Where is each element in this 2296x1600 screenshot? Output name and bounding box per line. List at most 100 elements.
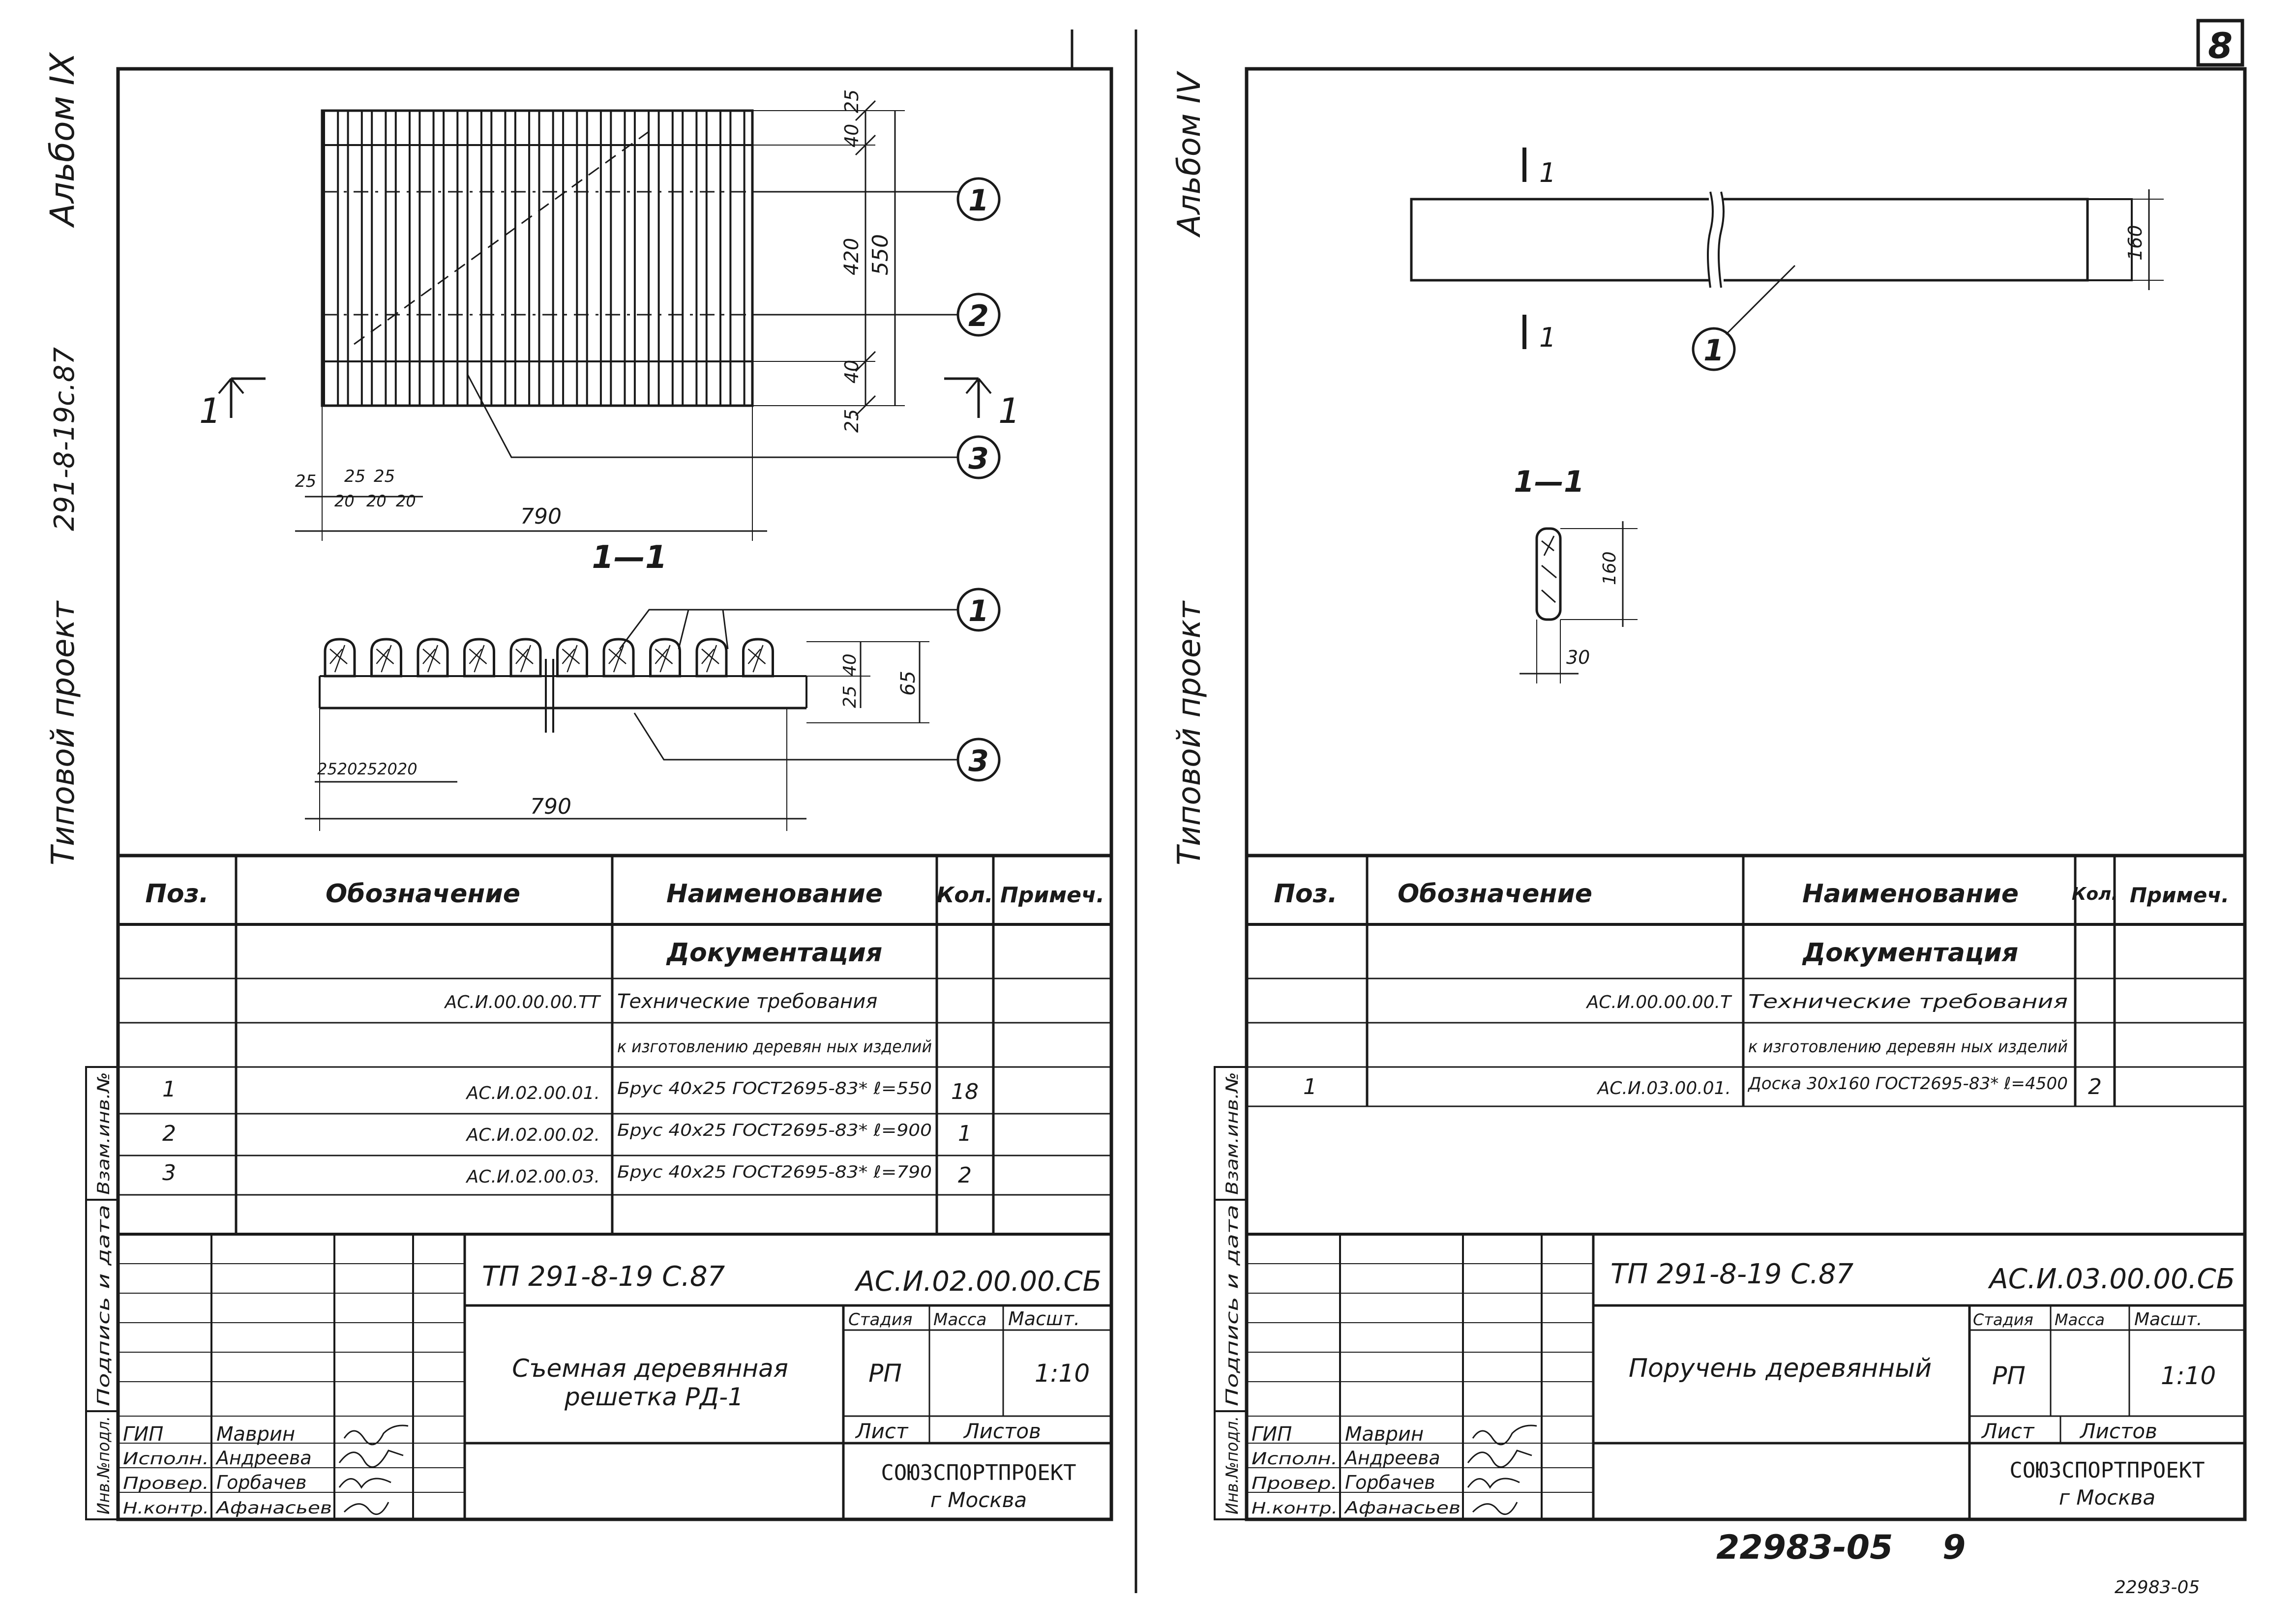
- right-sheet: Альбом IV Типовой проект 1 1 160 1 1—1: [1171, 67, 2247, 1598]
- spec-row3-qty: 18: [951, 1079, 979, 1104]
- r-tb-project: ТП 291-8-19 С.87: [1610, 1258, 1854, 1290]
- side-title-label: Типовой проект: [45, 600, 82, 865]
- tb-sheet-label: Лист: [855, 1419, 909, 1443]
- sec-dim-40: 40: [840, 653, 860, 676]
- callout-3-section-label: 3: [968, 744, 989, 778]
- sec-width-790: 790: [530, 794, 571, 819]
- tb-person-1: Маврин: [216, 1423, 295, 1446]
- bottom-right-faint: 22983-05: [2115, 1577, 2200, 1598]
- spec-row3-name: Брус 40х25 ГОСТ2695-83* ℓ=550: [617, 1079, 932, 1098]
- signature-4: [343, 1502, 389, 1515]
- spec-row3-pos: 1: [162, 1077, 176, 1102]
- handrail-height-dim: 160: [2124, 189, 2164, 290]
- r-tb-sheets-label: Листов: [2079, 1419, 2157, 1443]
- section-slat-hatch: [701, 645, 719, 673]
- section-slat-hatch: [747, 645, 766, 673]
- right-side-album-label: Альбом IV: [1171, 70, 1208, 238]
- bottom-page: 9: [1942, 1528, 1966, 1567]
- sec-bottom-chain: 2520252020: [317, 760, 417, 778]
- section-label: 1—1: [592, 539, 667, 576]
- tb-role-4: Н.контр.: [123, 1499, 209, 1517]
- spec-row5-qty: 2: [958, 1163, 972, 1188]
- section-slat: [324, 638, 356, 678]
- sec-dim-160: 160: [1600, 551, 1620, 585]
- r-tb-role-3: Провер.: [1252, 1474, 1338, 1493]
- side-inv: Инв.№подл.: [94, 1416, 114, 1514]
- right-section-label: 1—1: [1514, 465, 1584, 499]
- spec-header-code: Обозначение: [326, 879, 520, 909]
- tb-role-1: ГИП: [123, 1423, 163, 1446]
- section-slat-hatch: [329, 645, 348, 673]
- callout-1-handrail: 1: [1692, 265, 1796, 371]
- r-tb-role-2: Исполн.: [1252, 1449, 1338, 1469]
- callout-1-plan: 1: [752, 177, 1001, 221]
- section-arrow-left-label: 1: [199, 391, 221, 431]
- grating-slat: [657, 110, 674, 407]
- r-spec-header-qty: Кол.: [2072, 884, 2118, 904]
- section-slat-hatch: [469, 645, 487, 673]
- callout-3-plan: 3: [466, 373, 1001, 479]
- sec-dim-30: 30: [1566, 647, 1590, 668]
- r-signature-2: [1467, 1450, 1532, 1468]
- section-arrow-right: 1: [944, 377, 1020, 431]
- dim-w-25b: 25: [344, 467, 365, 486]
- grating-slat: [610, 110, 626, 407]
- dim-height-420: 420: [840, 238, 863, 275]
- section-slat: [463, 638, 495, 678]
- grating-slat: [323, 110, 339, 407]
- tb-city: г Москва: [930, 1488, 1027, 1512]
- callout-1-section: 1: [619, 588, 1001, 650]
- right-side-title-label: Типовой проект: [1171, 600, 1208, 865]
- spec-header-qty: Кол.: [936, 883, 993, 908]
- dim-height-550: 550: [868, 234, 893, 275]
- tb-project: ТП 291-8-19 С.87: [482, 1261, 725, 1293]
- section-slat-hatch: [515, 645, 534, 673]
- page-number: 8: [2208, 25, 2233, 66]
- tb-stage: РП: [868, 1359, 902, 1388]
- grating-section-view: [319, 638, 807, 733]
- r-tb-role-4: Н.контр.: [1252, 1499, 1338, 1517]
- section-slat-hatch: [655, 645, 673, 673]
- spec-row4-name: Брус 40х25 ГОСТ2695-83* ℓ=900: [617, 1121, 932, 1140]
- r-tb-person-2: Андреева: [1343, 1447, 1440, 1469]
- spec-row5-pos: 3: [162, 1160, 176, 1185]
- section-slat: [649, 638, 681, 678]
- section-slat: [695, 638, 728, 678]
- right-spec-table: Поз. Обозначение Наименование Кол. Приме…: [1247, 854, 2245, 1107]
- spec-header-name: Наименование: [666, 879, 883, 909]
- section-slat-hatch: [376, 645, 394, 673]
- dim-top-40: 40: [841, 124, 863, 148]
- grating-plan-view: [321, 109, 754, 407]
- section-slat: [417, 638, 449, 678]
- tb-name: Съемная деревянная решетка РД-1: [512, 1354, 796, 1411]
- r-spec-header-name: Наименование: [1802, 879, 2019, 909]
- grating-slat: [729, 110, 745, 407]
- spec-row4-qty: 1: [958, 1121, 972, 1146]
- tb-stage-label: Стадия: [848, 1310, 912, 1330]
- dim-bot-25: 25: [841, 409, 863, 433]
- r-spec-header-note: Примеч.: [2130, 883, 2229, 907]
- dim-top-25: 25: [841, 89, 863, 113]
- spec-row4-code: АС.И.02.00.02.: [466, 1125, 600, 1145]
- side-album-label: Альбом IX: [43, 52, 82, 228]
- spec-row4-pos: 2: [162, 1121, 176, 1146]
- tb-person-2: Андреева: [215, 1447, 312, 1469]
- section-width-dimensions: 2520252020 790: [305, 708, 806, 831]
- tb-sheets-label: Листов: [963, 1419, 1041, 1443]
- callout-2-plan-label: 2: [968, 299, 989, 333]
- r-side-inv: Инв.№подл.: [1223, 1416, 1242, 1514]
- grating-slat: [633, 110, 650, 407]
- r-signature-4: [1472, 1502, 1518, 1515]
- dim-w-20c: 20: [396, 492, 416, 510]
- callout-1-handrail-label: 1: [1703, 333, 1724, 368]
- tb-scale: 1:10: [1035, 1359, 1090, 1388]
- tb-role-3: Провер.: [123, 1474, 209, 1493]
- r-tb-stage: РП: [1992, 1362, 2026, 1390]
- plan-width-dimensions: 25 25 25 20 20 20 790: [295, 406, 767, 541]
- grating-slat: [443, 110, 459, 407]
- title-block: ТП 291-8-19 С.87 АС.И.02.00.00.СБ Съемна…: [118, 1233, 1111, 1519]
- r-tb-sheet-label: Лист: [1981, 1419, 2035, 1443]
- r-tb-role-1: ГИП: [1252, 1423, 1292, 1446]
- section-slat: [370, 638, 402, 678]
